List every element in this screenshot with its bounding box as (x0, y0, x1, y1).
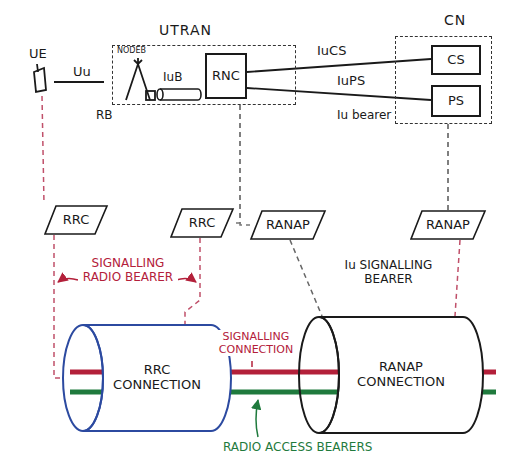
bearer-callout: SIGNALLING RADIO BEARER (78, 256, 178, 285)
bearer-callout: Iu SIGNALLING BEARER (330, 258, 447, 287)
connection-cylinder: RANAP CONNECTION (298, 316, 484, 434)
node-text: RANAP (266, 218, 310, 233)
connection-callout: SIGNALLING CONNECTION (213, 330, 299, 356)
node-text: RNC (212, 69, 240, 84)
bearer-label: RB (95, 108, 114, 122)
ue-label: UE (28, 46, 48, 62)
connection-cylinder: RRC CONNECTION (62, 324, 232, 432)
ue-signalling-line (42, 96, 44, 204)
node-text: RANAP (426, 218, 470, 233)
node-text: RRC (63, 213, 90, 228)
node-text: PS (448, 94, 464, 109)
node-text: RANAP CONNECTION (351, 360, 451, 390)
bearer-callout: RADIO ACCESS BEARERS (222, 440, 373, 454)
uu-link (54, 81, 104, 83)
node-text: RRC (189, 216, 216, 231)
region-heading: UTRAN (159, 22, 212, 38)
interface-link (247, 88, 431, 100)
dashed-link (240, 105, 250, 225)
ue-handset (34, 64, 46, 92)
bearer-label: Iu bearer (336, 108, 392, 122)
interface-label: Uu (72, 64, 92, 80)
node-text: CS (447, 53, 464, 68)
dashed-link (447, 124, 449, 210)
dashed-link (185, 238, 200, 324)
core-network-region: CNCSPS (395, 36, 492, 124)
interface-link (247, 59, 431, 72)
dashed-link (234, 105, 240, 223)
signalling-arrow-right (176, 278, 196, 282)
protocol-parallelogram: RRC (170, 208, 234, 238)
nodeb-label: NODEB (116, 46, 147, 56)
dashed-link (455, 240, 460, 316)
protocol-parallelogram: RANAP (250, 210, 326, 240)
bearer-arrow (256, 400, 258, 437)
protocol-parallelogram: RRC (44, 205, 108, 235)
dashed-link (54, 235, 62, 378)
dashed-link (290, 240, 322, 316)
node-text: RRC CONNECTION (107, 363, 207, 393)
interface-label: IuB (162, 70, 183, 84)
interface-label: IuCS (316, 43, 347, 59)
cs-domain-box: CS (431, 45, 481, 75)
protocol-parallelogram: RANAP (410, 210, 486, 240)
ps-domain-box: PS (431, 85, 481, 117)
signalling-arrow-left (58, 278, 78, 282)
region-heading: CN (444, 12, 466, 28)
iub-pipe (157, 89, 201, 100)
rnc-box: RNC (205, 53, 247, 99)
nodeb-mast (126, 58, 155, 100)
signalling-connection-leader (251, 361, 253, 367)
interface-label: IuPS (336, 73, 366, 89)
